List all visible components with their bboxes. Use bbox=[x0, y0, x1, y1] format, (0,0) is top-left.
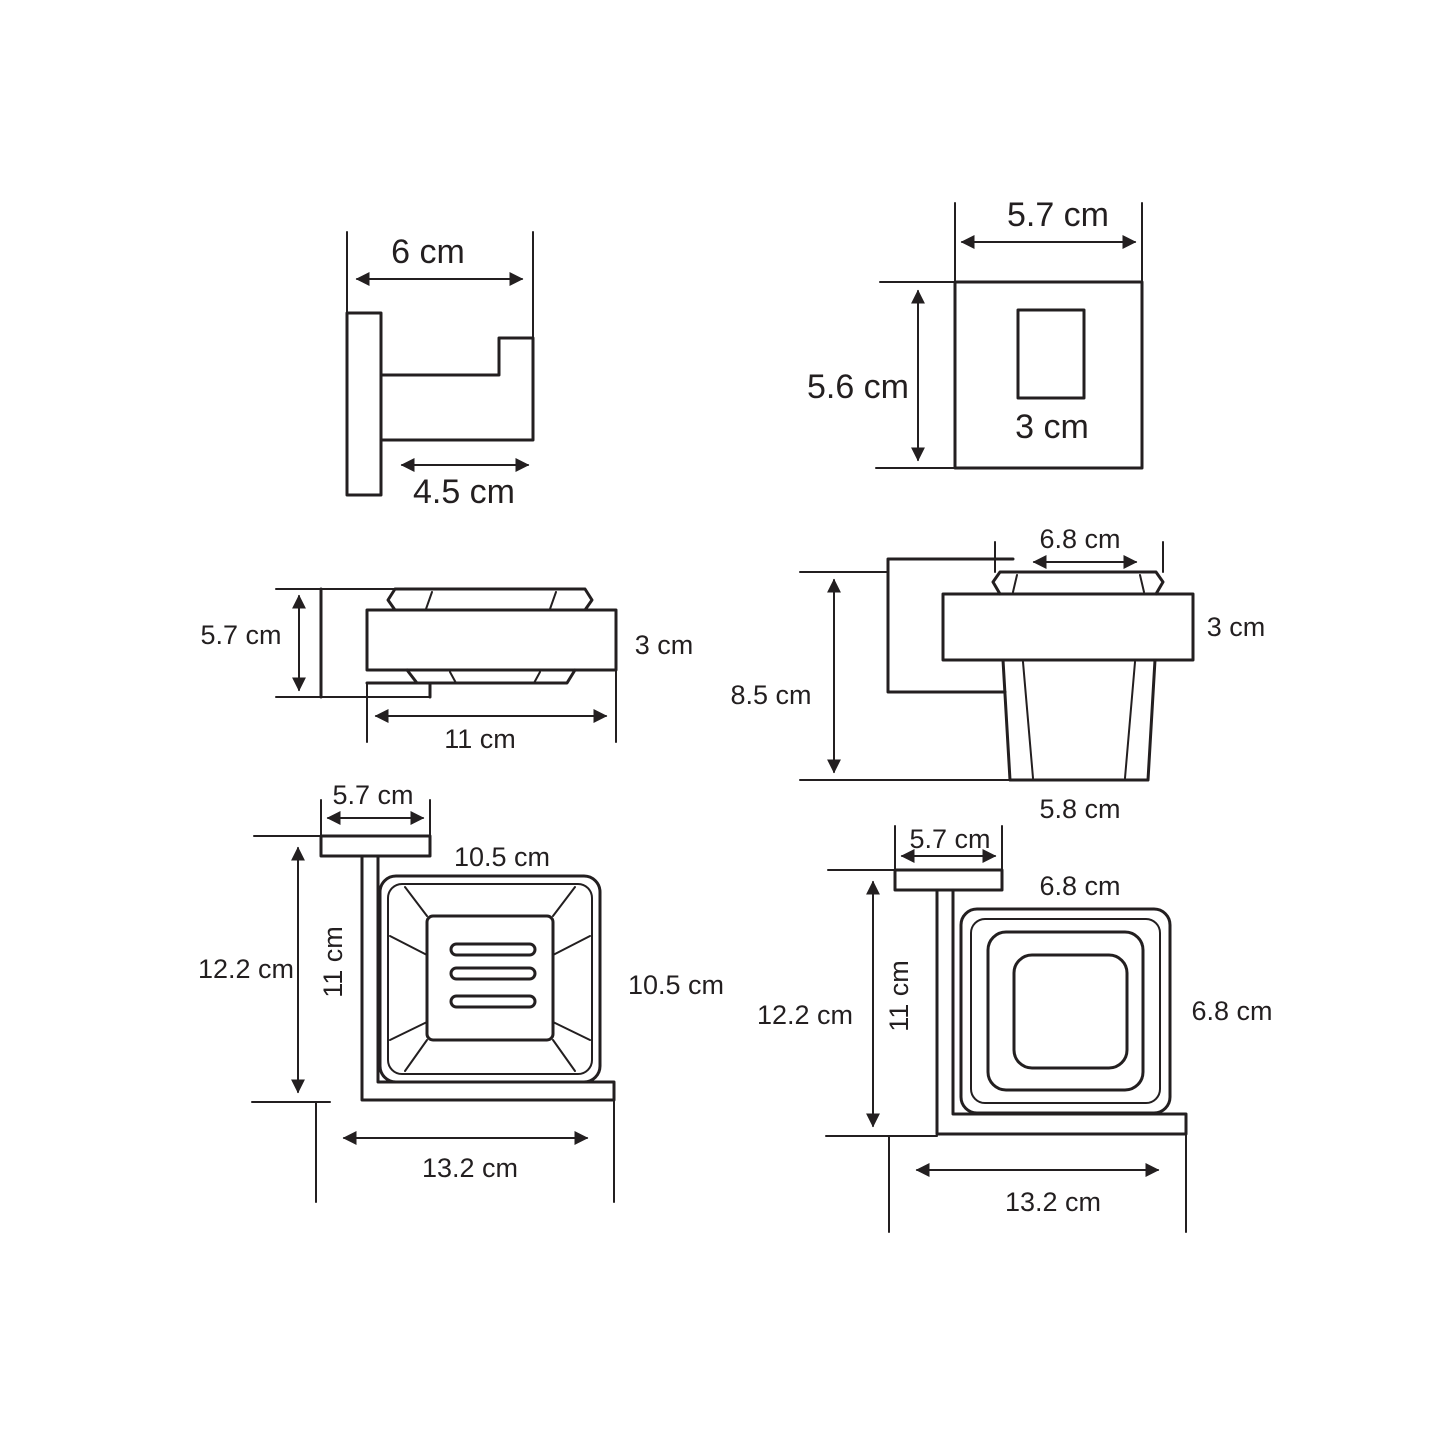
soap-top-dish-outer bbox=[378, 874, 602, 1084]
soap-top-rib-7 bbox=[389, 1021, 428, 1041]
soap-top-rib-5 bbox=[389, 935, 428, 956]
tumbler-side-top-label: 6.8 cm bbox=[1039, 524, 1120, 554]
soap-side-dish-rim bbox=[386, 587, 594, 612]
tumbler-top-cup-rim bbox=[986, 930, 1145, 1092]
soap-side-height-label: 5.7 cm bbox=[200, 620, 281, 650]
soap-top-dish-width-label: 10.5 cm bbox=[454, 842, 550, 872]
plate-outline bbox=[953, 280, 1144, 470]
soap-side-length-label: 11 cm bbox=[444, 724, 516, 754]
hook-side-view: 6 cm 4.5 cm bbox=[345, 231, 535, 511]
tumbler-side-bottom-label: 5.8 cm bbox=[1039, 794, 1120, 824]
soap-side-bracket bbox=[365, 681, 432, 699]
soap-side-rib-4 bbox=[533, 671, 541, 684]
soap-top-plate-label: 5.7 cm bbox=[332, 780, 413, 810]
tumbler-side-thickness-label: 3 cm bbox=[1207, 612, 1266, 642]
soap-side-rib-3 bbox=[449, 671, 457, 684]
soap-top-plate bbox=[319, 834, 432, 858]
hook-arm bbox=[379, 336, 535, 442]
soap-top-slot-1 bbox=[449, 942, 537, 957]
tumbler-top-reach-label: 13.2 cm bbox=[1005, 1187, 1101, 1217]
plate-inner-label: 3 cm bbox=[1015, 408, 1089, 446]
soap-top-dish-inner bbox=[387, 883, 593, 1075]
soap-top-arm bbox=[360, 854, 616, 1102]
soap-side-rib-1 bbox=[425, 591, 433, 610]
soap-top-arm-label: 11 cm bbox=[318, 926, 348, 998]
soap-side-dish-bottom bbox=[405, 668, 577, 685]
plate-width-label: 5.7 cm bbox=[1007, 196, 1109, 234]
hook-width-label: 6 cm bbox=[391, 233, 465, 271]
soap-top-rib-1 bbox=[404, 886, 428, 917]
plate-height-label: 5.6 cm bbox=[807, 368, 909, 406]
tumbler-top-holder-inner bbox=[970, 918, 1161, 1104]
tumbler-side-cup-line-2 bbox=[1124, 661, 1136, 779]
wall-plate-front-view: 5.7 cm 5.6 cm 3 cm bbox=[807, 196, 1144, 470]
soap-top-total-label: 12.2 cm bbox=[198, 954, 294, 984]
hook-wall-plate bbox=[345, 311, 383, 497]
soap-top-reach-label: 13.2 cm bbox=[422, 1153, 518, 1183]
soap-top-slot-3 bbox=[449, 994, 537, 1009]
tumbler-top-total-label: 12.2 cm bbox=[757, 1000, 853, 1030]
soap-top-rib-4 bbox=[552, 1039, 576, 1072]
soap-side-rib-2 bbox=[549, 591, 557, 610]
tumbler-side-height-label: 8.5 cm bbox=[730, 680, 811, 710]
soap-top-rib-3 bbox=[404, 1039, 428, 1072]
soap-dish-top-view: 5.7 cm 10.5 cm 12.2 cm 11 cm 10.5 cm 13.… bbox=[198, 780, 724, 1203]
tumbler-top-holder-outer bbox=[959, 907, 1172, 1115]
tumbler-top-plate-label: 5.7 cm bbox=[909, 824, 990, 854]
tumbler-side-cup-rim bbox=[991, 570, 1165, 596]
tumbler-side-cup-line-1 bbox=[1022, 661, 1034, 779]
tumbler-side-bracket bbox=[886, 557, 1015, 694]
tumbler-side-rim-edge-1 bbox=[1012, 574, 1018, 593]
soap-top-drain-plate bbox=[425, 914, 555, 1042]
soap-top-slot-2 bbox=[449, 966, 537, 981]
soap-side-body bbox=[365, 608, 618, 672]
tumbler-top-cup-bottom bbox=[1012, 953, 1129, 1070]
tumbler-side-cup bbox=[1001, 658, 1157, 782]
tumbler-side-ring bbox=[941, 592, 1195, 662]
soap-side-thickness-label: 3 cm bbox=[635, 630, 694, 660]
soap-dish-side-view: 5.7 cm 3 cm 11 cm bbox=[200, 587, 694, 754]
hook-depth-label: 4.5 cm bbox=[413, 473, 515, 511]
soap-top-dish-depth-label: 10.5 cm bbox=[628, 970, 724, 1000]
tumbler-holder-side-view: 6.8 cm 8.5 cm 3 cm 5.8 cm bbox=[730, 524, 1265, 824]
tumbler-holder-top-view: 5.7 cm 6.8 cm 12.2 cm 11 cm 6.8 cm 13.2 … bbox=[757, 824, 1273, 1233]
tumbler-top-holder-depth-label: 6.8 cm bbox=[1191, 996, 1272, 1026]
tumbler-top-holder-width-label: 6.8 cm bbox=[1039, 871, 1120, 901]
tumbler-side-rim-edge-2 bbox=[1139, 574, 1145, 593]
soap-top-rib-6 bbox=[552, 935, 591, 956]
soap-top-rib-8 bbox=[552, 1021, 591, 1041]
tumbler-top-plate bbox=[893, 868, 1004, 892]
soap-top-rib-2 bbox=[552, 886, 576, 917]
plate-inner-window bbox=[1016, 308, 1086, 400]
tumbler-top-arm-label: 11 cm bbox=[884, 960, 914, 1032]
tumbler-top-arm bbox=[935, 888, 1188, 1136]
